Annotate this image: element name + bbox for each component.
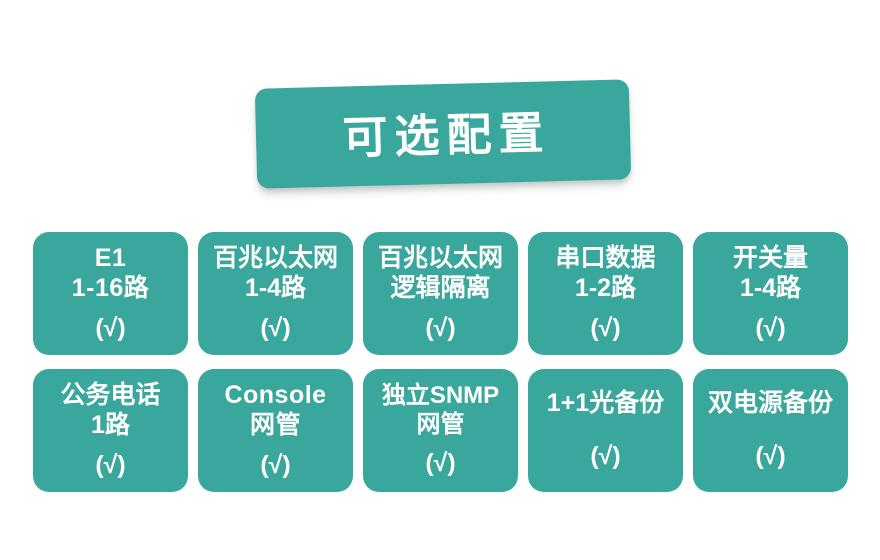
check-mark-icon: (√)	[425, 313, 456, 342]
feature-card-dual-power-backup[interactable]: 双电源备份 (√)	[693, 369, 848, 492]
check-mark-icon: (√)	[590, 313, 621, 342]
section-banner: 可选配置	[254, 79, 632, 189]
feature-card-label: E1	[94, 243, 127, 272]
check-mark-icon: (√)	[95, 313, 126, 342]
banner-title: 可选配置	[341, 106, 552, 164]
feature-card-fast-ethernet-logical-isolation[interactable]: 百兆以太网逻辑隔离 (√)	[363, 232, 518, 355]
check-mark-icon: (√)	[590, 441, 621, 470]
feature-card-label: 公务电话	[60, 380, 161, 409]
feature-card-optical-1plus1-backup[interactable]: 1+1光备份 (√)	[528, 369, 683, 492]
banner-shape: 可选配置	[254, 79, 632, 189]
check-mark-icon: (√)	[425, 449, 456, 478]
check-mark-icon: (√)	[260, 450, 291, 479]
feature-card-label: 1路	[91, 411, 130, 439]
feature-card-label: 独立SNMP	[381, 381, 500, 409]
feature-card-label: 1-4路	[739, 274, 802, 302]
feature-card-label: 网管	[249, 411, 301, 439]
feature-card-label: 逻辑隔离	[390, 274, 491, 302]
feature-card-label: 串口数据	[555, 243, 656, 272]
feature-card-label: 1-4路	[244, 274, 307, 302]
feature-card-label: 开关量	[732, 243, 808, 272]
feature-card-label: Console	[224, 380, 327, 409]
check-mark-icon: (√)	[755, 441, 786, 470]
feature-card-label: 1-2路	[574, 274, 637, 302]
feature-card-label: 1-16路	[71, 274, 150, 302]
check-mark-icon: (√)	[260, 313, 291, 342]
feature-card-label: 百兆以太网	[212, 243, 338, 272]
feature-card-label: 双电源备份	[707, 389, 833, 418]
feature-card-label: 网管	[416, 411, 465, 438]
feature-card-label: 1+1光备份	[546, 389, 665, 418]
feature-card-label: 百兆以太网	[377, 243, 503, 272]
check-mark-icon: (√)	[95, 450, 126, 479]
check-mark-icon: (√)	[755, 313, 786, 342]
